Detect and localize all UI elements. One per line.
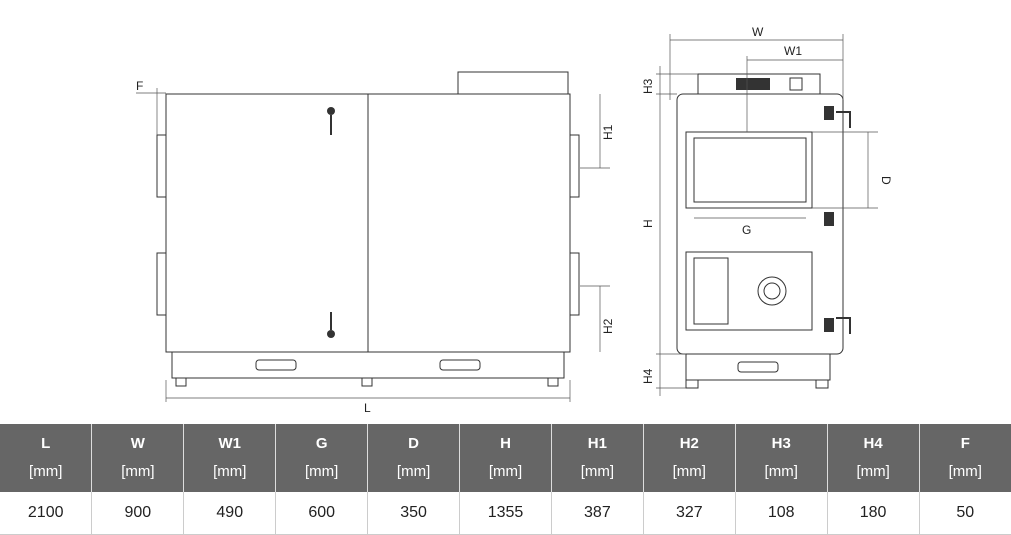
- dim-label-H4: H4: [641, 368, 655, 384]
- dim-label-H2: H2: [601, 318, 615, 334]
- column-unit: [mm]: [672, 463, 706, 480]
- column-name: H2: [679, 435, 699, 452]
- value-h1: 387: [551, 492, 644, 535]
- value-f: 50: [919, 492, 1011, 535]
- value-w1: 490: [183, 492, 277, 535]
- value-w: 900: [91, 492, 185, 535]
- column-unit: [mm]: [396, 463, 431, 480]
- column-unit: [mm]: [948, 463, 982, 480]
- dim-label-H1: H1: [601, 124, 615, 140]
- column-name: H4: [863, 435, 883, 452]
- value-g: 600: [275, 492, 369, 535]
- column-name: L: [41, 435, 51, 452]
- column-unit: [mm]: [488, 463, 523, 480]
- value-h: 1355: [459, 492, 552, 535]
- column-header-g: G [mm]: [275, 424, 369, 492]
- table-header-row: L [mm] W [mm] W1 [mm] G [mm] D [mm] H [mm] H1 [mm] H2 […: [0, 424, 1011, 492]
- column-header-h2: H2 [mm]: [643, 424, 736, 492]
- column-header-h1: H1 [mm]: [551, 424, 644, 492]
- dim-label-D: D: [879, 176, 893, 185]
- dimensions-table: L [mm] W [mm] W1 [mm] G [mm] D [mm] H [mm] H1 [mm] H2 […: [0, 424, 1011, 535]
- column-name: H3: [771, 435, 791, 452]
- column-header-w: W [mm]: [91, 424, 185, 492]
- column-unit: [mm]: [213, 463, 247, 480]
- value-h3: 108: [735, 492, 828, 535]
- dim-label-H3: H3: [641, 78, 655, 94]
- column-unit: [mm]: [29, 463, 63, 480]
- column-name: F: [960, 435, 970, 452]
- dim-label-H: H: [641, 219, 655, 228]
- column-name: W: [130, 435, 145, 452]
- column-header-h4: H4 [mm]: [827, 424, 920, 492]
- column-name: W1: [218, 435, 242, 452]
- column-header-h: H [mm]: [459, 424, 552, 492]
- column-unit: [mm]: [580, 463, 615, 480]
- dim-label-G: G: [742, 223, 751, 237]
- column-name: D: [408, 435, 419, 452]
- column-name: H: [500, 435, 511, 452]
- column-header-d: D [mm]: [367, 424, 461, 492]
- value-l: 2100: [0, 492, 93, 535]
- value-d: 350: [367, 492, 461, 535]
- dim-label-L: L: [364, 401, 371, 415]
- column-name: H1: [587, 435, 607, 452]
- side-view: L F H1 H2: [136, 71, 615, 415]
- column-header-w1: W1 [mm]: [183, 424, 277, 492]
- dim-label-F: F: [136, 79, 143, 93]
- column-unit: [mm]: [121, 463, 155, 480]
- column-name: G: [315, 435, 328, 452]
- front-view: W W1 H3 H H4 D G: [641, 25, 893, 396]
- value-h4: 180: [827, 492, 920, 535]
- column-header-l: L [mm]: [0, 424, 93, 492]
- column-header-f: F [mm]: [919, 424, 1011, 492]
- column-header-h3: H3 [mm]: [735, 424, 828, 492]
- dimension-drawing: L F H1 H2 W W1: [136, 25, 893, 415]
- column-unit: [mm]: [764, 463, 798, 480]
- dim-label-W1: W1: [784, 44, 802, 58]
- column-unit: [mm]: [856, 463, 890, 480]
- value-h2: 327: [643, 492, 736, 535]
- column-unit: [mm]: [305, 463, 339, 480]
- dim-label-W: W: [752, 25, 764, 39]
